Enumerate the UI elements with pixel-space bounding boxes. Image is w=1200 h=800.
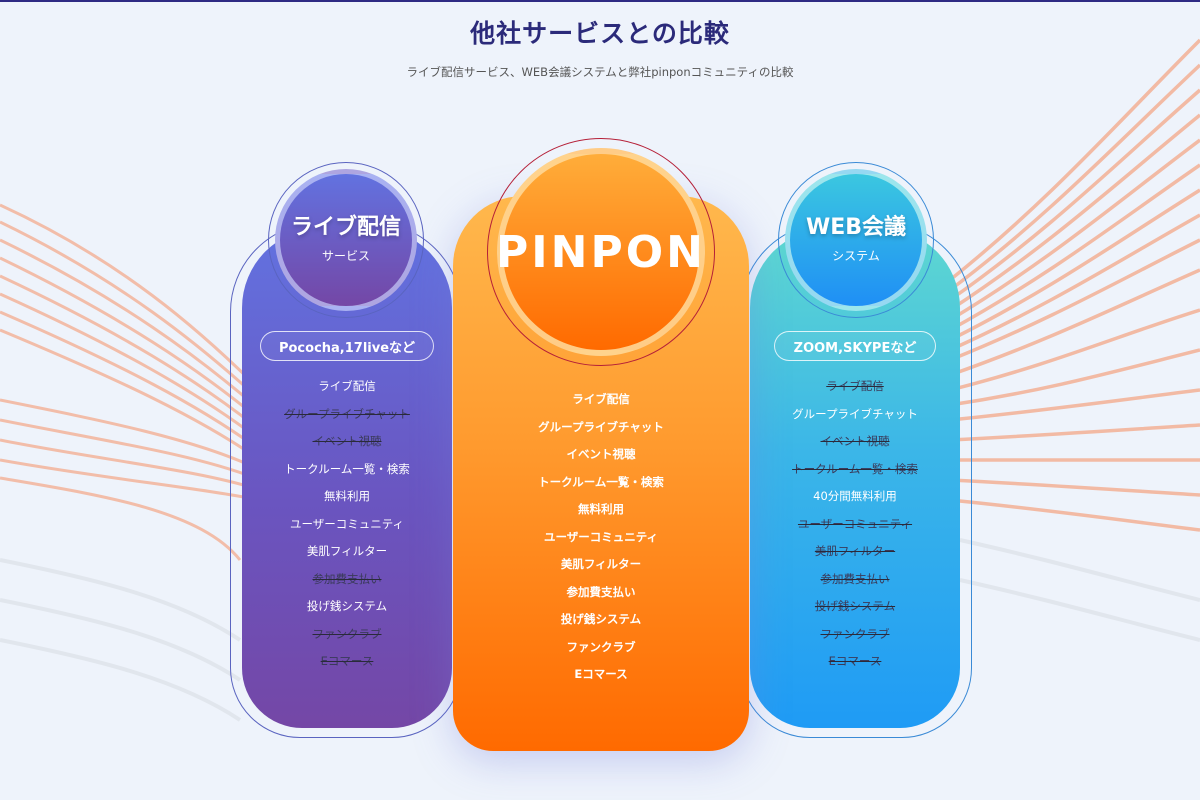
feature-item: ユーザーコミュニティ [289,516,405,531]
feature-item: ユーザーコミュニティ [543,529,659,544]
live-title: ライブ配信 [290,215,401,241]
feature-item: グループライブチャット [284,406,410,421]
feature-item: イベント視聴 [312,434,382,448]
web-subtitle: システム [832,248,880,263]
web-feature-list: ライブ配信 グループライブチャット イベント視聴 トークルーム一覧・検索 40分… [750,373,960,676]
feature-item: 参加費支払い [312,571,382,586]
feature-item: 美肌フィルター [814,544,896,558]
feature-item: イベント視聴 [820,434,890,448]
feature-item: ユーザーコミュニティ [797,516,913,531]
feature-item: イベント視聴 [566,447,636,461]
feature-item: トークルーム一覧・検索 [792,461,918,476]
web-title: WEB会議 [805,215,907,241]
pinpon-circle-badge: PINPON [496,148,706,356]
feature-item: 美肌フィルター [306,544,388,558]
live-feature-list: ライブ配信 グループライブチャット イベント視聴 トークルーム一覧・検索 無料利… [242,373,452,676]
pinpon-logo: PINPON [496,226,706,278]
feature-item: 投げ銭システム [814,599,896,613]
feature-item: 参加費支払い [566,584,636,599]
live-subtitle: サービス [321,248,370,263]
feature-item: 投げ銭システム [306,599,388,613]
feature-item: トークルーム一覧・検索 [284,461,410,476]
feature-item: 投げ銭システム [560,612,642,626]
pinpon-feature-list: ライブ配信 グループライブチャット イベント視聴 トークルーム一覧・検索 無料利… [453,386,749,689]
feature-item: Eコマース [320,654,374,668]
feature-item: 40分間無料利用 [813,489,897,503]
feature-item: ファンクラブ [566,639,636,654]
feature-item: Eコマース [574,667,628,681]
feature-item: 無料利用 [578,502,624,516]
top-border [0,0,1200,2]
feature-item: 美肌フィルター [560,557,642,571]
feature-item: 無料利用 [324,489,370,503]
feature-item: Eコマース [828,654,882,668]
live-circle-outline [268,162,424,318]
live-examples-pill: Pococha,17liveなど [260,331,434,361]
feature-item: ファンクラブ [820,626,890,641]
web-circle-outline [778,162,934,318]
feature-item: ライブ配信 [826,379,884,393]
feature-item: ファンクラブ [312,626,382,641]
feature-item: 参加費支払い [820,571,890,586]
page-subtitle: ライブ配信サービス、WEB会議システムと弊社pinponコミュニティの比較 [406,65,794,79]
page-title: 他社サービスとの比較 [470,19,730,48]
web-examples-pill: ZOOM,SKYPEなど [774,331,936,361]
feature-item: グループライブチャット [538,419,664,434]
live-circle-badge: ライブ配信 サービス [275,169,417,311]
pinpon-circle-outline [487,138,715,366]
web-circle-badge: WEB会議 システム [785,169,927,311]
feature-item: ライブ配信 [572,392,630,406]
feature-item: グループライブチャット [792,406,918,421]
feature-item: ライブ配信 [318,379,376,393]
feature-item: トークルーム一覧・検索 [538,474,664,489]
